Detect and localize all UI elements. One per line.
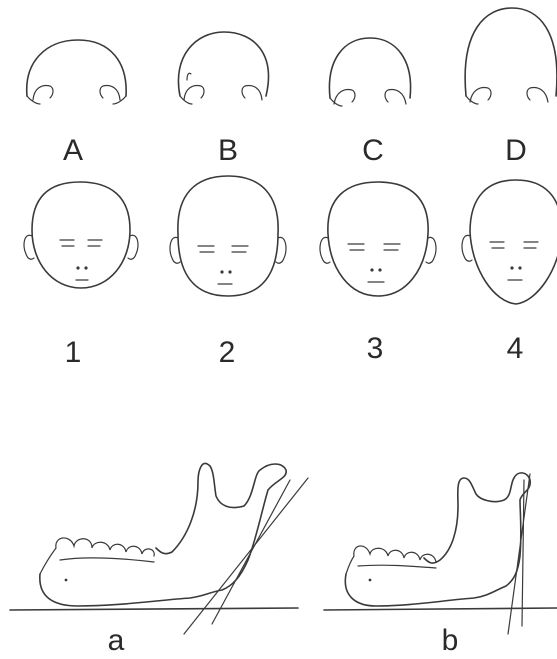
mandible-label-a: a <box>108 624 125 657</box>
skull-B <box>178 32 268 104</box>
mandible-a <box>10 463 308 634</box>
face-label-2: 2 <box>219 336 236 369</box>
mandible-b <box>324 473 557 634</box>
skull-label-A: A <box>63 134 83 167</box>
face-2 <box>170 176 286 296</box>
face-3 <box>320 182 436 296</box>
mandible-label-b: b <box>442 624 459 657</box>
face-label-3: 3 <box>367 332 384 365</box>
skull-A <box>27 40 126 104</box>
skull-D <box>465 8 557 104</box>
face-label-1: 1 <box>65 336 82 369</box>
face-label-4: 4 <box>507 332 524 365</box>
face-4 <box>462 180 557 304</box>
skull-label-D: D <box>505 134 527 167</box>
skull-label-C: C <box>362 134 384 167</box>
skull-label-B: B <box>218 134 238 167</box>
face-1 <box>24 182 138 288</box>
skull-C <box>329 38 410 106</box>
